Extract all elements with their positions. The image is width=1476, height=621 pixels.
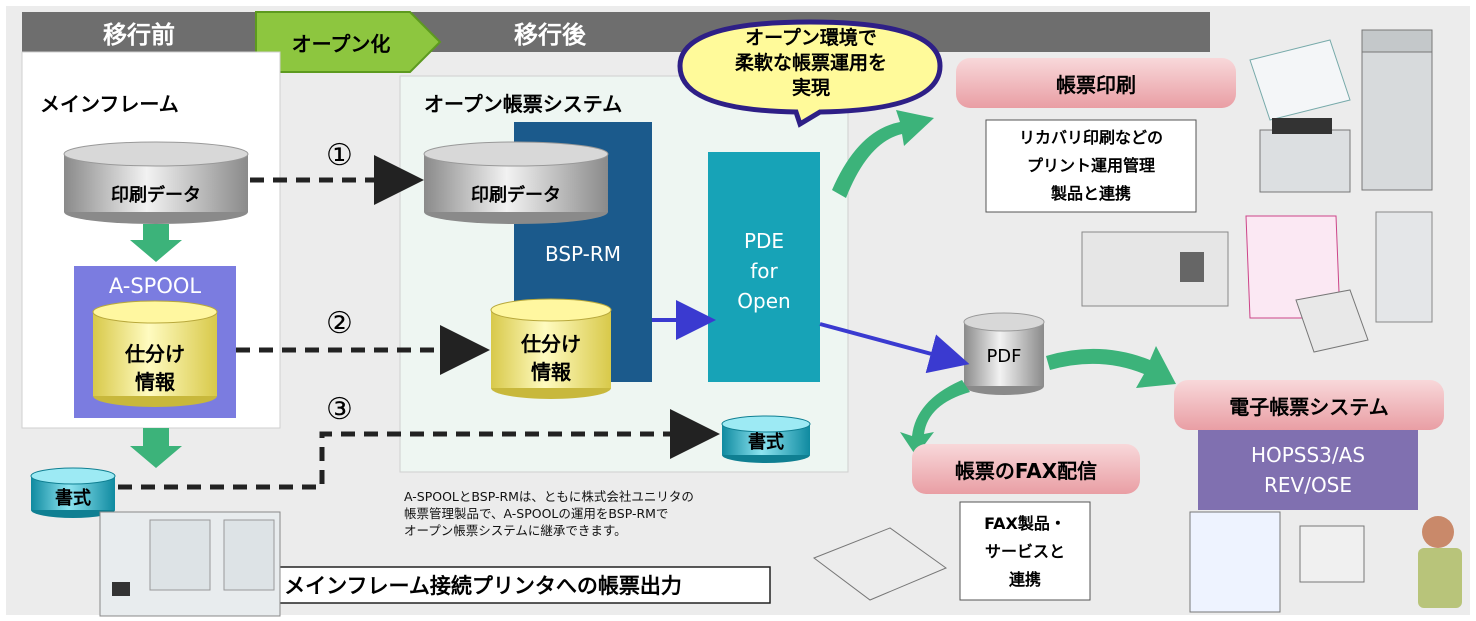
printing-title: 帳票印刷 — [1056, 72, 1136, 97]
pde-line3: Open — [737, 289, 791, 313]
cylinder-pdf — [963, 312, 1045, 395]
step1-number: ① — [326, 138, 353, 173]
cylinder-print-data-open — [423, 141, 609, 224]
open-sort-info-line1: 仕分け — [521, 332, 581, 356]
green-down-arrow-2 — [130, 428, 182, 468]
dashed-line-step3 — [118, 409, 720, 490]
printing-title-box — [956, 58, 1236, 108]
mainframe-sort-info-label: 仕分け 情報 — [93, 340, 217, 396]
mainframe-print-data-label: 印刷データ — [111, 185, 201, 206]
note-line2: 帳票管理製品で、A-SPOOLの運用をBSP-RMで — [404, 506, 669, 521]
open-print-data-label: 印刷データ — [471, 185, 561, 206]
fax-desc-line2: サービスと — [984, 542, 1065, 561]
step2-number: ② — [326, 306, 353, 341]
pde-label: PDE for Open — [708, 226, 820, 316]
cylinder-format-mainframe — [30, 467, 116, 518]
bubble-line2: 柔軟な帳票運用を — [734, 52, 887, 74]
printing-desc-line3: 製品と連携 — [1050, 184, 1131, 203]
pdf-label: PDF — [986, 345, 1022, 367]
green-curve-to-printing — [832, 110, 934, 198]
printing-desc-line1: リカバリ印刷などの — [1018, 128, 1163, 147]
fax-desc-box — [959, 501, 1091, 601]
printing-desc: リカバリ印刷などの プリント運用管理 製品と連携 — [986, 124, 1196, 208]
pde-box — [708, 152, 820, 382]
ereport-title: 電子帳票システム — [1229, 394, 1389, 419]
bsp-rm-label: BSP-RM — [544, 242, 622, 266]
cylinder-sort-info-open — [490, 298, 612, 399]
green-down-arrow-1 — [130, 224, 182, 262]
note-line3: オープン帳票システムに継承できます。 — [404, 523, 627, 538]
fax-desc-line1: FAX製品・ — [984, 514, 1066, 533]
speech-bubble-shape — [677, 19, 943, 128]
pde-line2: for — [750, 259, 778, 283]
printing-desc-box — [985, 119, 1197, 213]
pde-line1: PDE — [743, 229, 785, 253]
cylinder-print-data-mainframe — [63, 141, 249, 224]
fax-desc: FAX製品・ サービスと 連携 — [960, 510, 1090, 594]
cylinder-format-open — [721, 415, 811, 463]
ereport-title-box — [1174, 380, 1444, 430]
blue-arrow-pde-to-pdf — [819, 322, 970, 374]
open-format-label: 書式 — [748, 432, 784, 453]
transition-label: オープン化 — [291, 31, 391, 56]
ereport-product-box — [1198, 430, 1418, 510]
fax-title-box — [912, 444, 1140, 494]
open-system-note: A-SPOOLとBSP-RMは、ともに株式会社ユニリタの 帳票管理製品で、A-S… — [404, 488, 694, 539]
ereport-product-line2: REV/OSE — [1263, 473, 1353, 497]
mainframe-format-label: 書式 — [55, 488, 91, 509]
green-curve-to-fax — [900, 380, 970, 456]
ereport-product: HOPSS3/AS REV/OSE — [1198, 440, 1418, 500]
open-sort-info-line2: 情報 — [531, 360, 571, 384]
bubble-text: オープン環境で 柔軟な帳票運用を 実現 — [688, 26, 934, 101]
open-system-title: オープン帳票システム — [424, 92, 623, 116]
bubble-line1: オープン環境で — [745, 27, 877, 49]
ereport-product-line1: HOPSS3/AS — [1250, 443, 1366, 467]
cylinder-sort-info-mainframe — [92, 300, 218, 407]
printing-desc-line2: プリント運用管理 — [1026, 156, 1155, 175]
mainframe-sort-info-line2: 情報 — [135, 370, 175, 394]
aspool-label: A-SPOOL — [108, 274, 202, 298]
fax-desc-line3: 連携 — [1008, 570, 1041, 589]
step3-number: ③ — [326, 392, 353, 427]
after-label: 移行後 — [514, 20, 586, 49]
mainframe-sort-info-line1: 仕分け — [125, 342, 185, 366]
printer-illustrations — [812, 29, 1462, 613]
mainframe-printer-illustration — [99, 511, 281, 617]
green-curve-to-ereport — [1046, 346, 1176, 388]
bubble-line3: 実現 — [791, 77, 830, 99]
before-label: 移行前 — [103, 20, 175, 49]
mainframe-title: メインフレーム — [40, 92, 179, 116]
bottom-output-label: メインフレーム接続プリンタへの帳票出力 — [284, 574, 682, 598]
open-sort-info-label: 仕分け 情報 — [491, 330, 611, 386]
note-line1: A-SPOOLとBSP-RMは、ともに株式会社ユニリタの — [404, 489, 694, 504]
fax-title: 帳票のFAX配信 — [954, 458, 1098, 483]
